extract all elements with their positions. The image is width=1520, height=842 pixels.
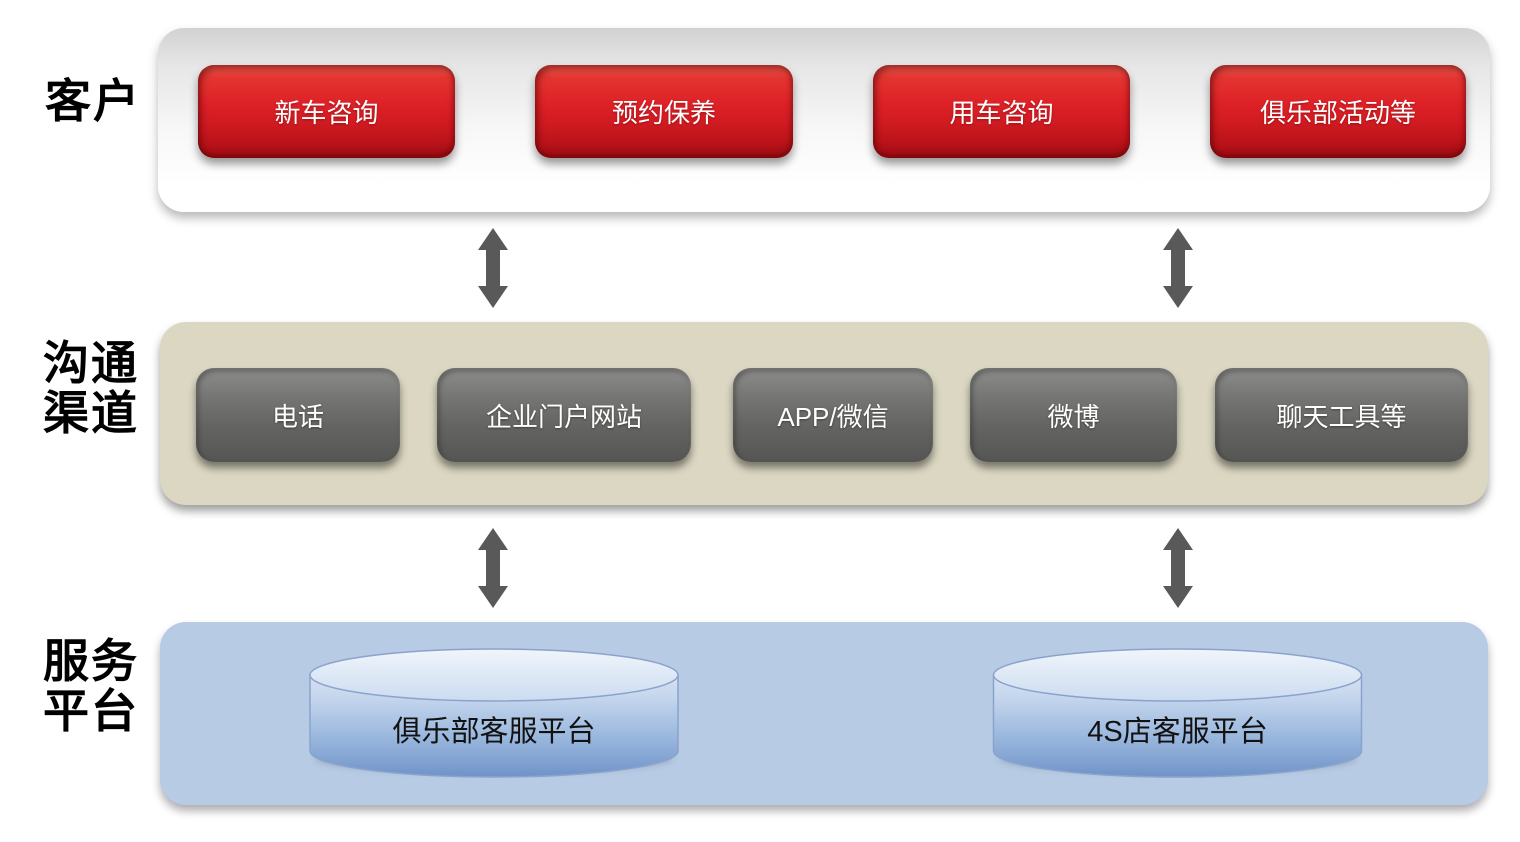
node-club-activities: 俱乐部活动等 <box>1210 65 1466 158</box>
row-label-platform: 服务 平台 <box>43 636 139 736</box>
node-label: 电话 <box>271 401 324 432</box>
node-club-service-platform: 俱乐部客服平台 <box>308 648 680 778</box>
node-weibo: 微博 <box>970 368 1177 462</box>
row-label-platform-line2: 平台 <box>43 685 139 737</box>
double-arrow-vertical-icon <box>478 228 508 308</box>
node-label: APP/微信 <box>777 401 889 432</box>
double-arrow-vertical-icon <box>1163 228 1193 308</box>
node-phone: 电话 <box>196 368 400 462</box>
node-car-use-consult: 用车咨询 <box>873 65 1130 158</box>
node-maintenance-booking: 预约保养 <box>535 65 793 158</box>
node-label: 俱乐部客服平台 <box>392 716 596 748</box>
node-label: 用车咨询 <box>949 98 1054 128</box>
node-portal-website: 企业门户网站 <box>437 368 691 462</box>
node-label: 新车咨询 <box>274 98 379 128</box>
node-new-car-consult: 新车咨询 <box>198 65 455 158</box>
database-cylinder-icon <box>309 648 679 778</box>
node-chat-tools: 聊天工具等 <box>1215 368 1468 462</box>
double-arrow-vertical-icon <box>478 528 508 608</box>
row-label-channels: 沟通 渠道 <box>43 338 139 438</box>
row-label-customer: 客户 <box>45 76 141 126</box>
node-4s-service-platform: 4S店客服平台 <box>990 648 1365 778</box>
database-cylinder-icon <box>992 648 1363 778</box>
row-label-customer-line: 客户 <box>45 75 141 127</box>
double-arrow-vertical-icon <box>1163 528 1193 608</box>
node-label: 企业门户网站 <box>485 401 642 432</box>
node-app-wechat: APP/微信 <box>733 368 933 462</box>
node-label: 预约保养 <box>611 98 716 128</box>
row-label-channels-line1: 沟通 <box>43 337 139 389</box>
row-label-channels-line2: 渠道 <box>43 387 139 439</box>
node-label: 4S店客服平台 <box>1087 716 1268 748</box>
node-label: 俱乐部活动等 <box>1259 98 1416 128</box>
node-label: 微博 <box>1047 401 1100 432</box>
row-label-platform-line1: 服务 <box>43 635 139 687</box>
node-label: 聊天工具等 <box>1276 401 1407 432</box>
